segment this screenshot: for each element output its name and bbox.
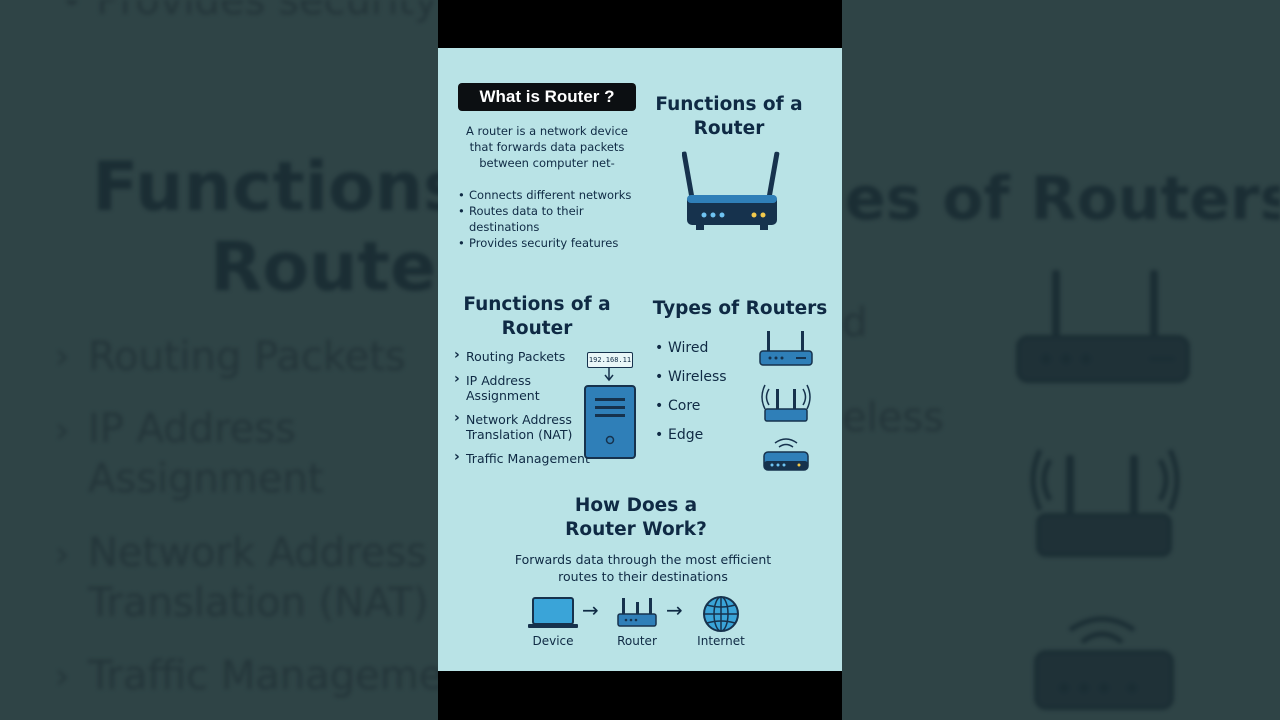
- bg-chevron-icon: ›: [55, 656, 70, 697]
- bg-frag-1: d: [842, 300, 868, 346]
- what-is-router-title: What is Router ?: [458, 83, 636, 111]
- list-item: Core: [655, 396, 727, 425]
- bg-list-1: Routing Packets: [88, 334, 406, 380]
- list-item: Edge: [655, 425, 727, 454]
- laptop-icon: [528, 597, 578, 628]
- bg-router-wired-icon: [1016, 270, 1190, 383]
- bg-chevron-icon: ›: [55, 410, 70, 451]
- bg-router-core-icon: [1034, 616, 1174, 710]
- router-types-list: Wired Wireless Core Edge: [655, 338, 727, 454]
- list-item: Wired: [655, 338, 727, 367]
- wired-router-icon: [759, 331, 813, 366]
- bg-top-bullet: • Provides security fe: [60, 0, 490, 24]
- bg-chevron-icon: ›: [55, 534, 70, 575]
- bg-list-2: IP Address: [88, 406, 296, 452]
- infographic-panel: What is Router ? A router is a network d…: [438, 48, 842, 671]
- core-router-icon: [763, 438, 809, 471]
- globe-icon: [703, 596, 739, 632]
- arrow-right-icon: →: [582, 598, 599, 622]
- bg-list-4: Network Address: [88, 530, 428, 576]
- wireless-router-icon: [761, 384, 811, 422]
- bg-list-3: Assignment: [88, 456, 324, 502]
- list-item: Routing Packets: [454, 348, 604, 365]
- list-item: Provides security features: [458, 235, 648, 251]
- server-icon: [584, 385, 636, 459]
- router-definition: A router is a network device that forwar…: [466, 124, 628, 170]
- bg-router-wireless-icon: [1030, 448, 1180, 557]
- bg-list-5: Translation (NAT): [88, 580, 429, 626]
- functions-heading-mid: Functions of a Router: [463, 294, 611, 339]
- list-item: IP Address Assignment: [454, 372, 604, 404]
- arrow-right-icon: →: [666, 598, 683, 622]
- types-heading: Types of Routers: [652, 298, 828, 319]
- letterbox-bottom: [438, 671, 842, 720]
- arrow-down-icon: [604, 367, 614, 382]
- bg-heading-2: Router: [210, 228, 470, 307]
- list-item: Traffic Management: [454, 450, 604, 467]
- letterbox-top: [438, 0, 842, 48]
- intro-bullet-list: Connects different networks Routes data …: [458, 187, 648, 251]
- flow-label-router: Router: [617, 634, 657, 648]
- list-item: Network Address Translation (NAT): [454, 411, 604, 443]
- functions-heading-top: Functions of a Router: [655, 94, 803, 139]
- router-icon: [682, 151, 780, 230]
- how-it-works-heading: How Does a Router Work?: [565, 495, 707, 540]
- list-item: Connects different networks: [458, 187, 648, 203]
- flow-router-icon: [617, 598, 657, 627]
- bg-heading-right: es of Routers: [845, 164, 1280, 234]
- list-item: Wireless: [655, 367, 727, 396]
- how-it-works-description: Forwards data through the most efficient…: [514, 552, 772, 584]
- functions-list: Routing Packets IP Address Assignment Ne…: [454, 348, 604, 474]
- ip-address-label: 192.168.11: [587, 352, 633, 368]
- flow-label-internet: Internet: [697, 634, 745, 648]
- flow-label-device: Device: [532, 634, 574, 648]
- list-item: Routes data to their destinations: [458, 203, 648, 235]
- bg-frag-2: eless: [842, 395, 945, 441]
- bg-chevron-icon: ›: [55, 336, 70, 377]
- bg-list-6: Traffic Manageme: [88, 653, 444, 699]
